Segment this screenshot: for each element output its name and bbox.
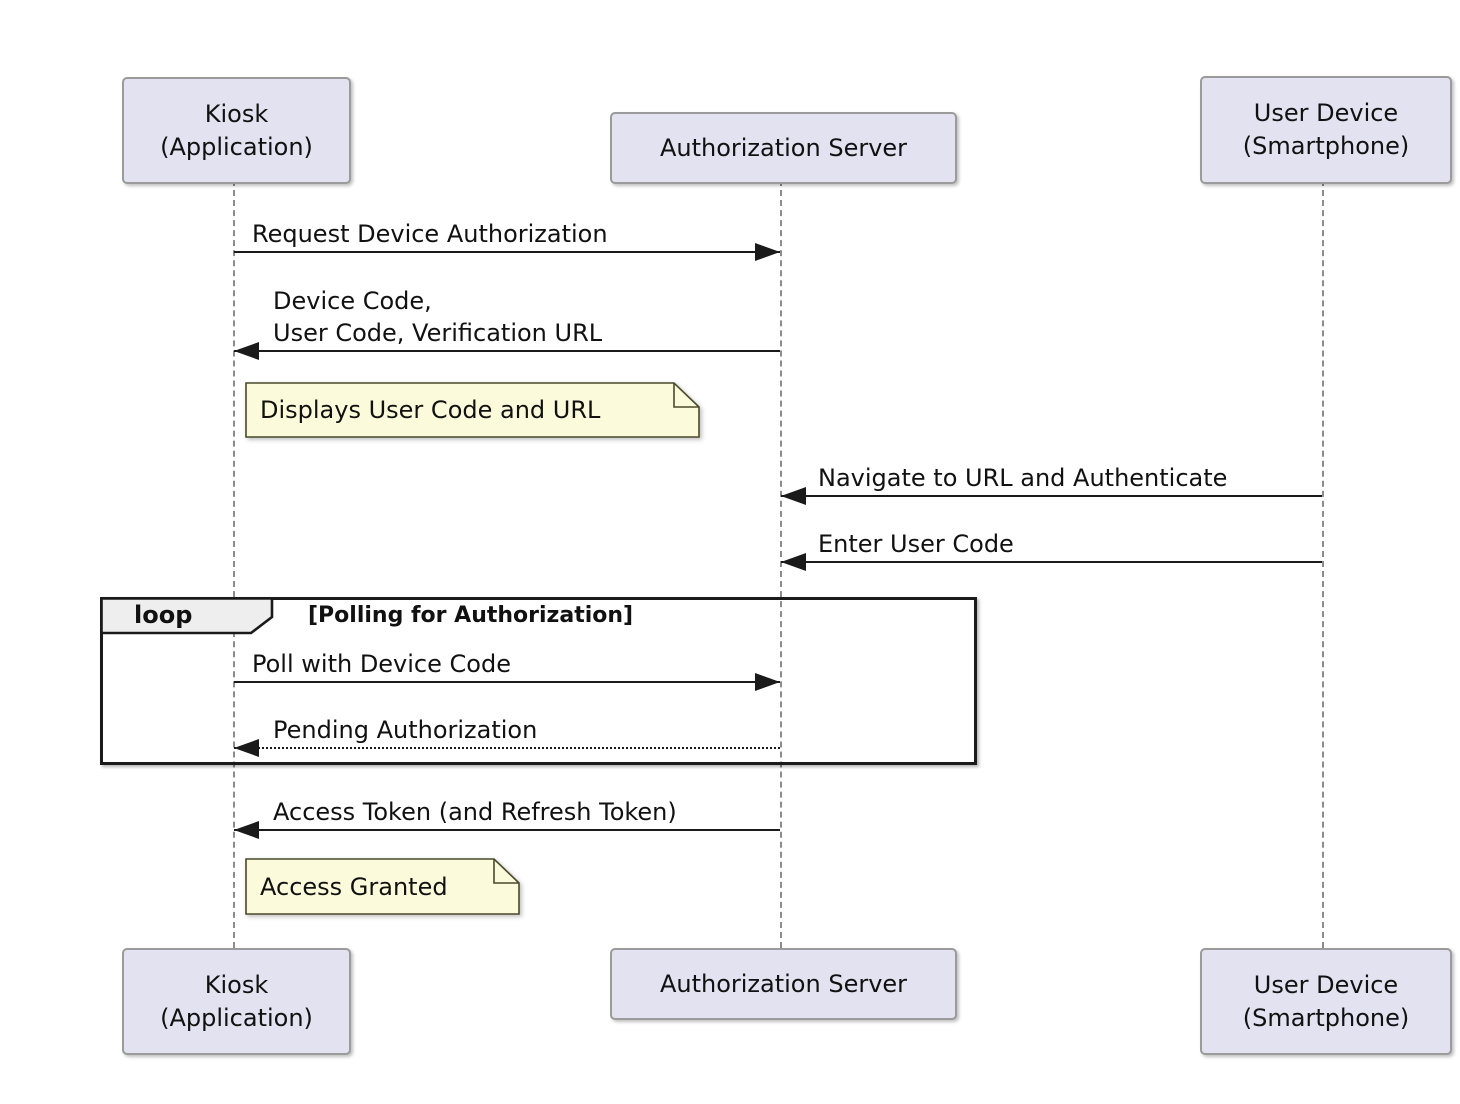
note-text: Displays User Code and URL — [260, 396, 601, 424]
note-displays-user-code: Displays User Code and URL — [245, 382, 700, 438]
participant-user-device-bottom: User Device (Smartphone) — [1200, 948, 1452, 1055]
message-enter-user-code-label: Enter User Code — [818, 530, 1014, 558]
message-pending-authorization-label: Pending Authorization — [273, 716, 538, 744]
loop-tab-shape — [100, 597, 274, 635]
participant-kiosk-top: Kiosk (Application) — [122, 77, 351, 184]
arrowhead-left-icon — [781, 487, 806, 505]
message-access-token-line — [234, 829, 780, 831]
loop-condition: [Polling for Authorization] — [308, 603, 634, 628]
message-pending-authorization-line — [234, 747, 780, 749]
message-request-device-authorization-label: Request Device Authorization — [252, 220, 608, 248]
arrowhead-left-icon — [234, 739, 259, 757]
arrowhead-left-icon — [234, 821, 259, 839]
note-text: Access Granted — [260, 872, 448, 901]
message-enter-user-code-line — [781, 561, 1322, 563]
participant-user-device-top: User Device (Smartphone) — [1200, 76, 1452, 184]
note-shape — [245, 382, 700, 438]
note-shape — [245, 858, 520, 915]
message-navigate-url-line — [781, 495, 1322, 497]
participant-kiosk-bottom: Kiosk (Application) — [122, 948, 351, 1055]
message-request-device-authorization-line — [234, 251, 780, 253]
participant-auth-server-top: Authorization Server — [610, 112, 957, 184]
loop-fragment-frame — [100, 597, 977, 765]
message-navigate-url-label: Navigate to URL and Authenticate — [818, 464, 1228, 492]
participant-auth-server-bottom: Authorization Server — [610, 948, 957, 1020]
arrowhead-left-icon — [781, 553, 806, 571]
note-access-granted: Access Granted — [245, 858, 520, 915]
loop-fragment-tab — [100, 597, 274, 635]
message-access-token-label: Access Token (and Refresh Token) — [273, 798, 677, 826]
arrowhead-left-icon — [234, 342, 259, 360]
message-device-code-line — [234, 350, 780, 352]
lifeline-user-device — [1322, 180, 1324, 948]
loop-keyword: loop — [134, 601, 193, 629]
arrowhead-right-icon — [755, 673, 780, 691]
message-device-code-label: Device Code, User Code, Verification URL — [273, 287, 603, 347]
message-poll-device-code-label: Poll with Device Code — [252, 650, 511, 678]
arrowhead-right-icon — [755, 243, 780, 261]
lifeline-kiosk — [233, 180, 235, 948]
message-poll-device-code-line — [234, 681, 780, 683]
